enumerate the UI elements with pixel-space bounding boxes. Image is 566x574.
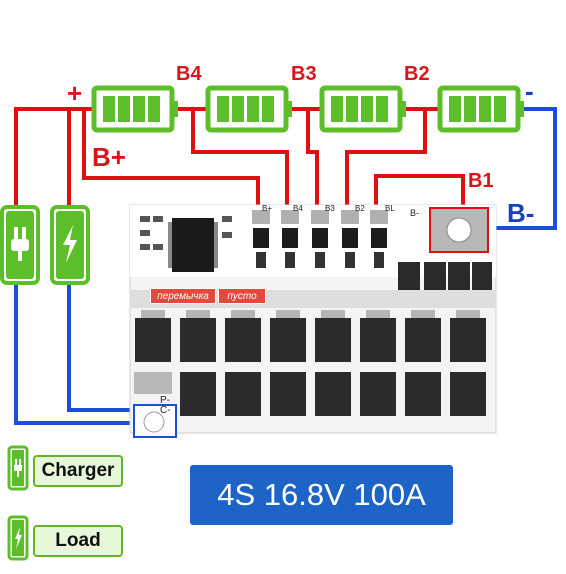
- charger-plug-icon: [0, 205, 40, 285]
- pad-label-bminus: B-: [410, 208, 419, 218]
- wire-b2-drop: [345, 150, 349, 214]
- wire-bplus-down: [256, 176, 260, 214]
- wire-neg-bminus: [488, 226, 557, 230]
- wire-b1-vertical: [461, 174, 465, 212]
- b3-label: B3: [291, 63, 317, 85]
- pad-label-bl: BL: [385, 204, 395, 213]
- pad-label-b4: B4: [293, 204, 303, 213]
- battery-icon: [319, 85, 406, 133]
- b-plus-label: B+: [92, 142, 126, 172]
- wire-top-positive: [14, 107, 94, 111]
- wire-cell-link-2: [292, 107, 320, 111]
- p-minus-label: P-: [160, 395, 170, 406]
- wire-p-minus-bottom: [14, 421, 138, 425]
- battery-icon: [205, 85, 292, 133]
- wire-b3-horizontal: [306, 150, 319, 154]
- wire-bplus-horizontal: [82, 176, 260, 180]
- c-minus-label: C-: [160, 405, 171, 416]
- b2-label: B2: [404, 63, 430, 85]
- positive-terminal-label: +: [67, 78, 83, 108]
- pad-label-bplus: B+: [262, 204, 273, 213]
- wire-neg-top: [521, 107, 557, 111]
- battery-icon: [437, 85, 524, 133]
- spec-badge: 4S 16.8V 100A: [190, 465, 453, 525]
- empty-note: пусто: [218, 288, 266, 304]
- wire-b3-down: [306, 107, 310, 153]
- wire-neg-right: [553, 107, 557, 229]
- wire-positive-drop-right: [67, 107, 71, 207]
- wire-c-minus-bottom: [67, 408, 138, 412]
- b4-label: B4: [176, 63, 202, 85]
- pad-label-b3: B3: [325, 204, 335, 213]
- jumper-note: перемычка: [150, 288, 216, 304]
- load-legend-label: Load: [33, 525, 123, 557]
- wire-b3-drop: [315, 150, 319, 214]
- wire-b4-drop: [285, 150, 289, 214]
- negative-terminal-label: -: [525, 76, 534, 106]
- pad-label-b2: B2: [355, 204, 365, 213]
- b-minus-label: B-: [507, 198, 535, 228]
- wire-b1-horizontal: [374, 174, 465, 178]
- load-bolt-icon: [50, 205, 90, 285]
- wire-cell-link-3: [406, 107, 440, 111]
- wire-b1-drop: [374, 174, 378, 214]
- wire-cell-link-1: [178, 107, 206, 111]
- wire-c-minus-left: [67, 283, 71, 411]
- battery-icon: [91, 85, 178, 133]
- charger-legend-icon: [7, 445, 29, 491]
- wire-b4-down: [191, 107, 195, 153]
- wire-b2-horizontal: [345, 150, 427, 154]
- wire-b2-down: [423, 107, 427, 153]
- load-legend-icon: [7, 515, 29, 561]
- b1-label: B1: [468, 170, 494, 192]
- charger-legend-label: Charger: [33, 455, 123, 487]
- wire-p-minus-left: [14, 283, 18, 424]
- wire-b4-horizontal: [191, 150, 288, 154]
- wire-positive-node-vertical: [82, 107, 86, 180]
